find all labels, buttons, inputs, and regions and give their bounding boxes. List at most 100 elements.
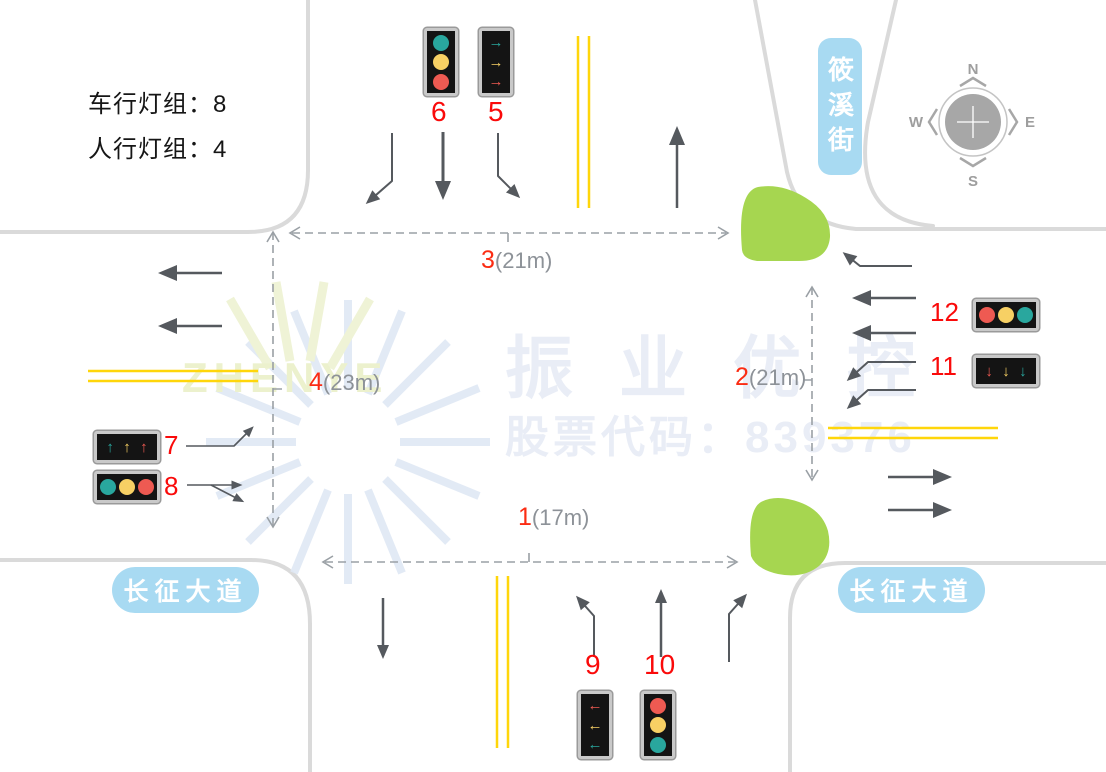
traffic-light-7-number: 7 — [164, 430, 179, 460]
curb-northeast — [753, 0, 1106, 231]
compass-label-e: E — [1025, 114, 1035, 131]
logo-watermark-text: ZHENYE — [182, 354, 388, 401]
signal-lamp-circle-yellow — [998, 307, 1014, 323]
measurement-number: 3 — [481, 246, 495, 274]
brand-watermark: ZHENYE 振业优控 股票代码：839376 — [182, 281, 961, 584]
curb-diagonal-street — [863, 0, 935, 228]
signal-lamp-arrow-left-teal: ← — [587, 735, 603, 753]
lane-arrow-north-right — [728, 593, 747, 662]
yellow-lane-dividers — [88, 36, 998, 748]
measure-line-1-ends — [321, 553, 739, 569]
measurement-label-2: 2(21m) — [735, 365, 806, 390]
measurement-distance: (21m) — [494, 248, 553, 273]
signal-lamp-arrow-right-teal: → — [488, 34, 504, 52]
compass-label-n: N — [968, 61, 979, 78]
signal-7-callout-arrow — [186, 426, 254, 447]
lane-arrow-south-right — [497, 133, 521, 199]
signal-lamp-arrow-left-red: ← — [587, 697, 603, 715]
traffic-light-10[interactable] — [641, 691, 675, 759]
measurement-lines — [266, 226, 819, 569]
compass-chevron-north — [959, 76, 987, 88]
signal-lamp-circle-red — [979, 307, 995, 323]
yellow-line-south — [495, 576, 510, 748]
street-label-east: 长征大道 — [838, 567, 985, 613]
traffic-light-5-number: 5 — [488, 96, 504, 127]
traffic-light-8[interactable] — [94, 471, 160, 503]
traffic-light-5[interactable]: →→→ — [479, 28, 513, 96]
lane-arrow-east-right-turn — [842, 252, 912, 267]
signal-lamp-circle-teal — [1017, 307, 1033, 323]
lane-arrow-east-bend-2 — [846, 389, 916, 410]
signal-lamp-arrow-down-yellow: ↓ — [1002, 362, 1010, 380]
island-southeast — [750, 498, 830, 576]
compass-chevron-south — [959, 156, 987, 168]
signal-lamp-arrow-down-teal: ↓ — [1019, 362, 1027, 380]
signal-lamp-arrow-down-red: ↓ — [985, 362, 993, 380]
compass: N S W E — [909, 61, 1035, 190]
signal-8-callout-arrow-2 — [210, 484, 245, 503]
compass-cross — [957, 106, 989, 138]
signal-lamp-circle-teal — [100, 479, 116, 495]
traffic-light-12-number: 12 — [930, 297, 959, 327]
traffic-light-12[interactable] — [973, 299, 1039, 331]
traffic-islands — [741, 186, 831, 576]
measurement-number: 4 — [309, 368, 323, 396]
compass-label-w: W — [909, 114, 924, 131]
signal-lamp-circle-red — [650, 697, 666, 714]
traffic-light-10-number: 10 — [644, 649, 676, 680]
traffic-light-7[interactable]: ↑↑↑ — [94, 431, 160, 463]
signal-lamp-circle-yellow — [650, 717, 666, 733]
lane-arrows — [158, 126, 952, 662]
signal-lamp-arrow-right-red: → — [488, 72, 504, 90]
measurement-label-3: 3(21m) — [481, 248, 552, 273]
signal-lamp-circle-yellow — [119, 479, 135, 495]
measurement-label-1: 1(17m) — [518, 505, 589, 530]
traffic-light-6-number: 6 — [431, 96, 447, 127]
measure-line-2-ends — [803, 285, 819, 482]
traffic-light-11-number: 11 — [930, 351, 957, 381]
traffic-light-8-number: 8 — [164, 471, 179, 501]
measure-line-3-ends — [288, 226, 730, 242]
watermark-brand-text: 振业优控 — [505, 331, 961, 407]
curb-southeast — [788, 561, 1106, 772]
measurement-number: 2 — [735, 363, 749, 391]
logo-fan-rays-lime — [226, 281, 374, 371]
traffic-light-9[interactable]: ←←← — [578, 691, 612, 759]
signal-lamp-circle-teal — [433, 34, 449, 51]
yellow-line-north — [576, 36, 591, 208]
traffic-light-9-number: 9 — [585, 649, 601, 680]
measurement-distance: (23m) — [322, 370, 381, 395]
yellow-line-west — [88, 369, 258, 383]
signal-lamp-arrow-up-teal: ↑ — [106, 438, 114, 456]
measurement-number: 1 — [518, 503, 532, 531]
measurement-label-4: 4(23m) — [309, 370, 380, 395]
compass-chevron-east — [1007, 108, 1019, 136]
compass-ring — [938, 87, 1008, 157]
signal-lamp-circle-yellow — [433, 54, 449, 70]
vehicle-light-groups-note: 车行灯组：8 — [88, 91, 228, 118]
compass-label-s: S — [968, 173, 978, 190]
compass-chevron-west — [927, 108, 939, 136]
curb-northwest — [0, 0, 310, 234]
lane-arrow-east-bend-1 — [846, 361, 916, 382]
traffic-light-6[interactable] — [424, 28, 458, 96]
signal-lamp-arrow-right-yellow: → — [488, 53, 504, 71]
signal-lamp-circle-red — [138, 479, 154, 495]
street-label-west: 长征大道 — [112, 567, 259, 613]
pedestrian-light-groups-note: 人行灯组：4 — [88, 136, 228, 163]
curb-southwest — [0, 558, 312, 772]
signal-lamp-circle-teal — [650, 736, 666, 753]
signal-lamp-arrow-left-yellow: ← — [587, 716, 603, 734]
signal-lamp-arrow-up-red: ↑ — [140, 438, 148, 456]
street-label-north: 筱溪街 — [818, 38, 862, 175]
island-northeast — [741, 186, 831, 261]
traffic-light-11[interactable]: ↓ ↓ ↓ — [973, 355, 1039, 387]
signal-lamp-circle-red — [433, 73, 449, 90]
measurement-distance: (17m) — [531, 505, 590, 530]
measurement-distance: (21m) — [748, 365, 807, 390]
lane-arrow-south-left — [365, 133, 393, 204]
measure-line-4-ends — [266, 230, 282, 529]
